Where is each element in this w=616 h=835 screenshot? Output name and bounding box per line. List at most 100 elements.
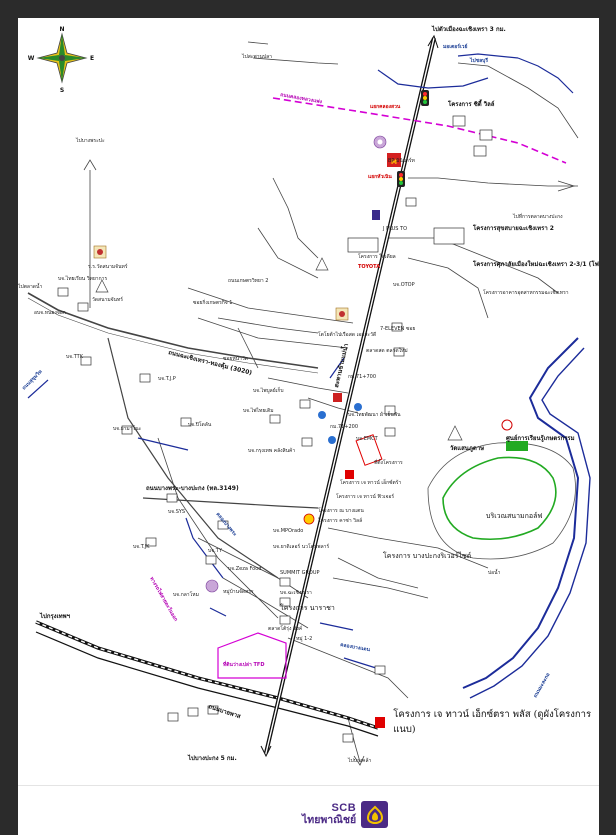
label-motorway: มอเตอร์เวย์ (443, 43, 467, 50)
label-up-left: ไปบางพระปะ (75, 137, 105, 144)
label-road-blue-right: ถนนมะละกอ (533, 672, 552, 699)
project-site-marker (345, 434, 383, 479)
label-p-22: 7-ELEVEN ซอย (380, 326, 415, 332)
label-to-port: ไปสะพานปลา (241, 53, 272, 60)
traffic-light-icons (397, 90, 429, 187)
store-icon (372, 210, 380, 220)
label-p-07: บจ.TY (208, 548, 223, 554)
label-project-h: โครงการ ณ บางแตน (318, 507, 364, 514)
label-p-24: ตลาดสด ตลาดใหม่ (366, 347, 408, 354)
label-temple-2: วัดแสนภูดาษ (450, 444, 484, 453)
label-p-17: บจ.EMCT (356, 436, 379, 442)
ptt-icon-2 (328, 436, 336, 444)
label-ttk: บจ.TTK (66, 354, 84, 360)
label-p-15: บจ.ไพ่ไทยเดิม (243, 407, 274, 414)
label-p-03: บจ.ปิโดลัน (188, 421, 212, 428)
label-p-02: บจ.ยามาโนะ (113, 425, 142, 432)
label-soi-1: ซอยกิ่งเกษตรกิจ 1 (193, 299, 233, 306)
legend-text: โครงการ เจ ทาวน์ เอ็กซ์ตรา พลัส (ดูผังโค… (393, 709, 592, 735)
label-to-city: ไปตัวเมืองฉะเชิงเทรา 3 กม. (431, 25, 506, 33)
label-rail: ทางรถไฟสายตะวันออก (148, 576, 179, 623)
ptt-icon-3 (318, 411, 326, 419)
label-temple-1: วัดสนามจันทร์ (92, 296, 123, 303)
river (462, 337, 591, 699)
government-seal-icon (373, 135, 387, 149)
label-junction-1: แยกคลองสวน (370, 104, 401, 110)
landmark-icons: M (93, 135, 513, 593)
label-mart: BP มินิมาร์ท (388, 157, 415, 164)
label-project-b: โครงการ ไอเดียล (358, 253, 396, 260)
map-text-labels: ไปตัวเมืองฉะเชิงเทรา 3 กม. ไปสะพานปลา มอ… (18, 25, 599, 764)
kfc-icon (333, 393, 342, 402)
label-p-10: บจ.ยาดิเลอร์ นวโคมพลาร์ (273, 543, 329, 550)
label-plus: J PLUS TO (382, 226, 407, 232)
traffic-light-icon-1 (421, 90, 429, 106)
label-p-08: บจ.กลาโหม (173, 591, 199, 598)
label-toyota: TOYOTA (358, 264, 380, 270)
agri-center-icon (501, 419, 513, 431)
label-p-14: ตลาดโต้รุ่ง ชิงค์ (268, 625, 302, 632)
label-road-blue-left: ถนนสุขุมวิท (20, 368, 44, 392)
compass-e: E (90, 55, 94, 62)
label-golf: บริเวณสนามกอล์ฟ (486, 512, 542, 520)
label-to-left-mid: ไปตลาดน้ำ (18, 281, 42, 290)
temple-icon-3 (315, 257, 329, 271)
shrine-icon (205, 579, 219, 593)
label-pond: บ่อน้ำ (488, 567, 501, 576)
bank-code: SCB (331, 802, 357, 815)
label-road-3149: ถนนบางพระ-บางปะกง (ทล.3149) (146, 484, 239, 492)
label-to-bangkok: ไปกรุงเทพฯ (39, 612, 71, 620)
label-project-j: โครงการ นาราชา (280, 603, 335, 612)
label-road-blue-lower: คลองบางแตน (340, 642, 371, 653)
label-project-site: ที่ตั้งโครงการ (374, 457, 403, 466)
label-km-02: กม.71+200 (330, 424, 358, 430)
location-map: M N S E W ไปตัวเมืองฉะเชิงเทรา 3 กม. ไปส… (18, 25, 599, 766)
label-land: ที่ดินว่างเปล่า TFD (223, 660, 265, 668)
label-to-right: ไปที่การตลาดบางปะกง (512, 213, 563, 220)
label-p-11: บจ.Zeza Food (228, 566, 261, 572)
building-boxes (57, 115, 493, 743)
bank-emblem-icon (361, 801, 389, 828)
label-p-20: โตโยต้าไปเรือสด เอสสะวัดี (318, 331, 376, 338)
label-p-25: หมู่บ้านจัดสรร (223, 588, 254, 595)
school-emblem-icon-2 (335, 307, 349, 321)
footer-divider (18, 785, 599, 786)
map-legend: โครงการ เจ ทาวน์ เอ็กซ์ตรา พลัส (ดูผังโค… (375, 707, 599, 737)
label-school: อบจ.หนองจอก (34, 310, 66, 316)
label-school-1: ร.ร.วัดสนามจันทร์ (88, 263, 128, 270)
label-project-f: โครงการ เจ ทาวน์ เอ็กซ์ตร้า (340, 478, 401, 486)
label-otop: บจ.OTOP (393, 282, 415, 288)
main-highway (260, 34, 439, 758)
label-project-d: โครงการศุภาลัยเมืองใหม่ฉะเชิงเทรา 2-3/1 … (472, 260, 599, 268)
label-project-e: โครงการอาคารอุตสาหกรรมฉะเชิงเทรา (483, 289, 569, 296)
legend-red-square-icon (375, 716, 386, 728)
label-bridge: สะพานข้ามแม่น้ำ (330, 342, 350, 388)
label-soi-2: ซอยหน้าวัด (223, 355, 248, 362)
compass-icon: N S E W (28, 26, 94, 94)
shell-icon (303, 513, 315, 525)
compass-s: S (60, 87, 64, 94)
golf-course (427, 441, 576, 560)
temple-icon-2 (447, 425, 463, 441)
label-p-01: บจ.ไทยเรียน วิทยาการ (58, 275, 107, 282)
label-p-06: บจ.T.JK (133, 544, 150, 550)
label-road-kasem: ถนนเกษตรวิทยา 2 (228, 277, 268, 284)
label-agri-center: ศูนย์การเรียนรู้เกษตรกรรม (506, 434, 575, 443)
compass-n: N (59, 26, 64, 33)
label-project-main: โครงการ บางปะกงริเวอร์ไซด์ (383, 551, 471, 560)
label-project-i: โครงการ คาซ่า วิลล์ (318, 517, 362, 524)
label-tjp: บจ.T.J.P (158, 376, 176, 382)
mcdonalds-icon: M (387, 153, 401, 167)
canals (27, 53, 574, 669)
label-to-bangpakong: ไปบางปะกง 5 กม. (187, 754, 237, 762)
ptt-icon-1 (354, 403, 362, 411)
label-chonburi: ไปชลบุรี (469, 57, 488, 64)
vacant-land (217, 632, 287, 679)
label-p-16: บจ.ไทยพัฒนา ผ้าเย็นพัน (348, 410, 401, 418)
bank-name: ไทยพาณิชย์ (302, 814, 357, 827)
label-project-a: โครงการ ซิตี้ วิลล์ (447, 98, 495, 108)
label-p-04: บจ.กรุงเทพ คลังสินค้า (248, 447, 295, 454)
compass-w: W (28, 55, 35, 62)
pink-dashed-road (272, 97, 567, 164)
label-to-left-far: ไปบางคล้า (347, 757, 372, 764)
